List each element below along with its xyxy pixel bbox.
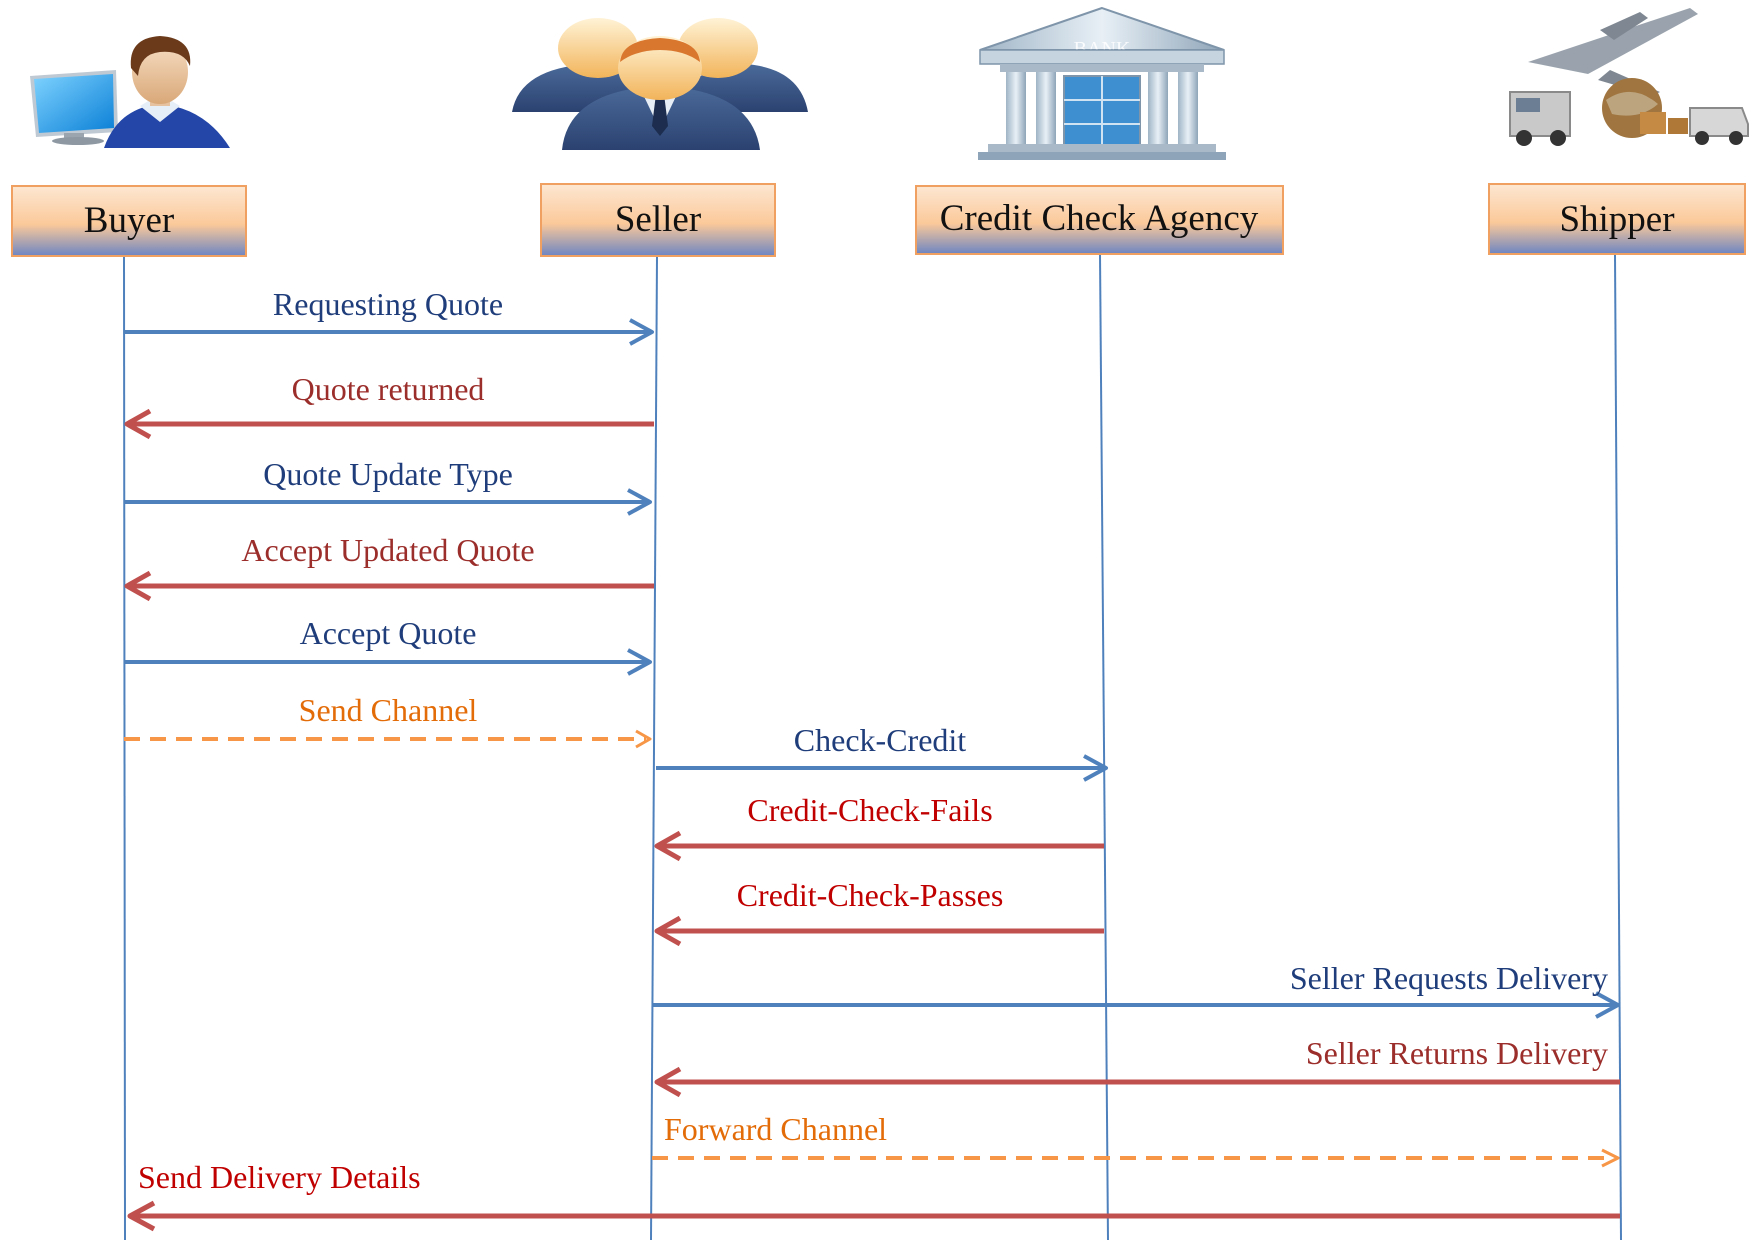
message-send-channel[interactable]: Send Channel [124, 692, 652, 749]
message-label: Quote returned [292, 371, 485, 407]
arrowhead-right [1595, 991, 1620, 1019]
message-send-delivery-details[interactable]: Send Delivery Details [127, 1159, 1620, 1232]
message-label: Credit-Check-Passes [737, 877, 1004, 913]
message-label: Send Channel [299, 692, 478, 728]
arrowhead-right [627, 648, 652, 676]
message-quote-returned[interactable]: Quote returned [124, 371, 654, 440]
message-accept-quote[interactable]: Accept Quote [124, 615, 652, 676]
lifelines [123, 253, 1622, 1240]
message-label: Check-Credit [794, 722, 967, 758]
seller-lifeline [650, 255, 658, 1240]
arrowhead-right [627, 488, 652, 516]
message-quote-update-type[interactable]: Quote Update Type [124, 456, 652, 516]
message-label: Forward Channel [664, 1111, 887, 1147]
message-seller-requests-delivery[interactable]: Seller Requests Delivery [652, 960, 1620, 1019]
participant-shipper[interactable]: Shipper [1488, 183, 1746, 255]
shipping-transport-icon [1509, 8, 1749, 146]
participant-buyer-label: Buyer [84, 200, 174, 241]
message-label: Seller Returns Delivery [1306, 1035, 1608, 1071]
message-check-credit[interactable]: Check-Credit [656, 722, 1108, 782]
arrowhead-left [127, 1200, 156, 1232]
message-label: Credit-Check-Fails [747, 792, 992, 828]
participant-seller[interactable]: Seller [540, 183, 776, 257]
arrowhead-left [654, 830, 682, 862]
participant-seller-label: Seller [615, 199, 701, 240]
agency-lifeline [1099, 253, 1109, 1240]
participant-agency[interactable]: Credit Check Agency [915, 185, 1284, 255]
bank-building-icon: BANK [978, 6, 1226, 160]
message-label: Send Delivery Details [138, 1159, 421, 1195]
arrowhead-right [1083, 754, 1108, 782]
participant-shipper-label: Shipper [1559, 199, 1674, 240]
message-credit-check-fails[interactable]: Credit-Check-Fails [654, 792, 1104, 862]
message-seller-returns-delivery[interactable]: Seller Returns Delivery [654, 1035, 1620, 1098]
participant-buyer[interactable]: Buyer [11, 185, 247, 257]
message-label: Accept Quote [300, 615, 477, 651]
buyer-lifeline [123, 255, 126, 1240]
arrowhead-right [1601, 1148, 1620, 1168]
messages: Requesting Quote Quote returned Quote Up… [124, 286, 1620, 1232]
arrowhead-left [124, 408, 152, 440]
message-label: Seller Requests Delivery [1290, 960, 1608, 996]
message-label: Requesting Quote [273, 286, 503, 322]
message-label: Quote Update Type [263, 456, 513, 492]
participant-agency-label: Credit Check Agency [940, 198, 1259, 239]
message-forward-channel[interactable]: Forward Channel [652, 1111, 1620, 1168]
buyer-at-computer-icon [30, 36, 230, 148]
arrowhead-left [654, 1066, 682, 1098]
shipper-lifeline [1614, 253, 1622, 1240]
message-accept-updated-quote[interactable]: Accept Updated Quote [124, 532, 654, 602]
arrowhead-right [629, 318, 654, 346]
message-credit-check-passes[interactable]: Credit-Check-Passes [654, 877, 1104, 947]
message-requesting-quote[interactable]: Requesting Quote [124, 286, 654, 346]
arrowhead-left [124, 570, 152, 602]
arrowhead-right [635, 729, 652, 749]
arrowhead-left [654, 915, 682, 947]
message-label: Accept Updated Quote [241, 532, 534, 568]
seller-group-icon [512, 18, 808, 150]
